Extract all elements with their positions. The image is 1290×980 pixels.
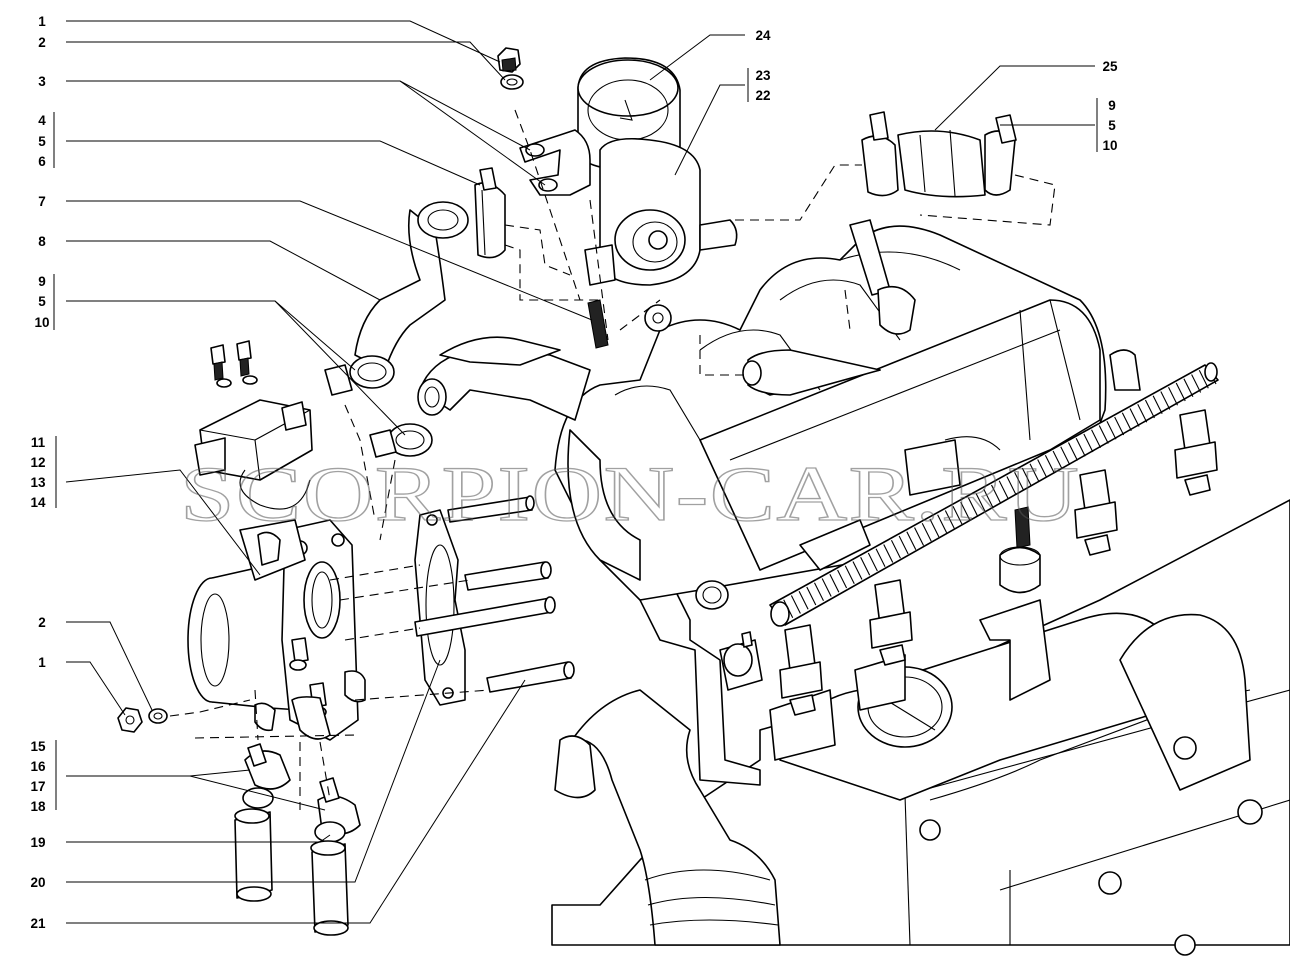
callout-labels: 1234567895101112131421151617181920212423… (30, 14, 1118, 931)
callout-24: 24 (755, 28, 771, 43)
leader-lines (65, 20, 1095, 924)
sensor-screw (210, 344, 232, 388)
mounting-stud (414, 596, 556, 637)
callout-9: 9 (38, 274, 46, 289)
hex-nut (117, 707, 143, 733)
callout-19: 19 (30, 835, 45, 850)
callout-23: 23 (755, 68, 771, 83)
callout-10: 10 (34, 315, 49, 330)
hose-clamp (314, 777, 361, 843)
callout-18: 18 (30, 799, 46, 814)
mounting-stud (464, 561, 552, 591)
fuel-injector (779, 624, 823, 716)
sensor-screw (236, 340, 258, 385)
hose-clamp (324, 355, 395, 396)
callout-22: 22 (755, 88, 770, 103)
callout-25: 25 (1102, 59, 1118, 74)
watermark: SCORPION-CAR.RU (180, 450, 1080, 537)
callout-10: 10 (1102, 138, 1117, 153)
air-hose (354, 201, 469, 371)
assembly-lines (169, 109, 1056, 810)
callout-2: 2 (38, 35, 46, 50)
callout-2: 2 (38, 615, 46, 630)
callout-15: 15 (30, 739, 46, 754)
hose-clamp (984, 114, 1017, 196)
callout-1: 1 (38, 655, 46, 670)
air-valve-assembly (497, 47, 738, 349)
hose-clamp (369, 423, 433, 458)
throttle-gasket (414, 509, 466, 706)
vacuum-hose (310, 840, 349, 936)
fuel-injector (869, 579, 913, 666)
breather-hose (417, 336, 591, 421)
callout-13: 13 (30, 475, 46, 490)
engine-block (551, 499, 1290, 956)
callout-1: 1 (38, 14, 46, 29)
throttle-body (187, 519, 366, 741)
fuel-injector (1174, 409, 1218, 496)
mounting-stud (486, 661, 575, 693)
callout-7: 7 (38, 194, 46, 209)
callout-12: 12 (30, 455, 45, 470)
callout-16: 16 (30, 759, 46, 774)
callout-20: 20 (30, 875, 45, 890)
callout-17: 17 (30, 779, 45, 794)
callout-21: 21 (30, 916, 46, 931)
callout-3: 3 (38, 74, 46, 89)
mounting-stud (447, 495, 535, 523)
vacuum-hose (234, 808, 273, 902)
hex-nut (497, 47, 521, 73)
callout-14: 14 (30, 495, 46, 510)
fuel-injector (1074, 469, 1118, 556)
washer (148, 708, 168, 724)
group-brackets (53, 68, 1098, 810)
connecting-hose (897, 129, 986, 198)
callout-8: 8 (38, 234, 46, 249)
hose-clamp (242, 743, 291, 809)
hose-clamp (861, 111, 899, 197)
callout-6: 6 (38, 154, 46, 169)
throttle-position-sensor (194, 340, 313, 510)
callout-11: 11 (31, 435, 46, 450)
callout-4: 4 (38, 113, 46, 128)
callout-5: 5 (38, 294, 46, 309)
callout-9: 9 (1108, 98, 1116, 113)
hose-clamp (474, 167, 506, 259)
callout-5: 5 (38, 134, 46, 149)
fuel-rail (719, 362, 1219, 716)
washer (500, 74, 524, 90)
callout-5: 5 (1108, 118, 1116, 133)
